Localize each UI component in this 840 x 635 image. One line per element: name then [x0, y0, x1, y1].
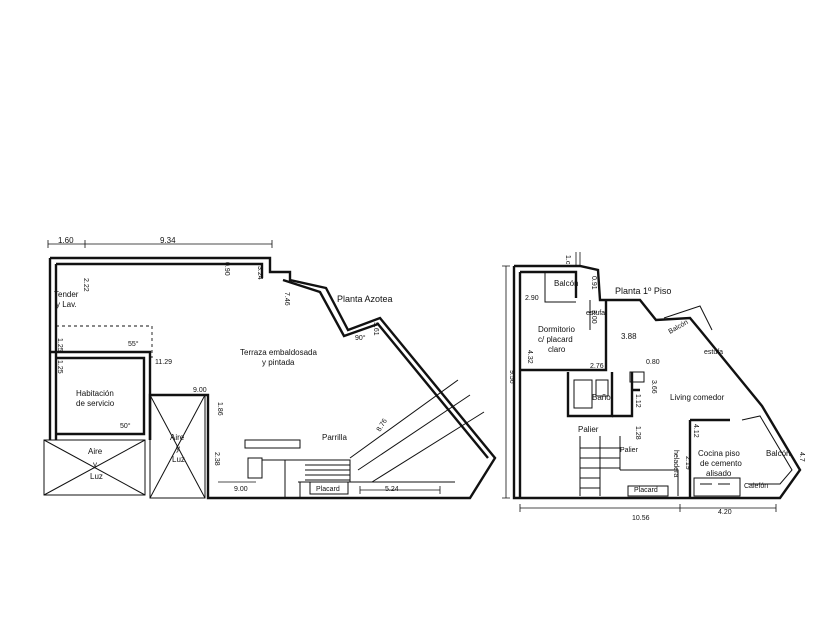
label-cocina-1: Cocina piso — [698, 449, 740, 458]
dim-432: 4.32 — [526, 350, 533, 364]
dim-1056: 10.56 — [632, 515, 650, 522]
label-placard-azotea: Placard — [316, 486, 340, 493]
label-tender-1: Tender — [54, 290, 79, 299]
label-balcon-right: Balcón — [766, 449, 790, 458]
dim-420: 4.20 — [718, 509, 732, 516]
label-heladera: heladera — [672, 450, 679, 477]
label-aire-left-2: y — [93, 460, 97, 469]
dim-50: 50° — [120, 422, 131, 430]
label-palier-a: Palier — [578, 425, 599, 434]
plan-primer-piso: 1.c 0.91 2.90 3.00 3.88 4.32 9.56 2.76 0… — [502, 252, 805, 522]
dim-300: 3.00 — [590, 310, 597, 324]
dim-524: 5.24 — [385, 486, 399, 493]
dim-366: 3.66 — [650, 380, 657, 394]
dim-080: 0.80 — [646, 359, 660, 366]
label-palier-b: Palier — [620, 447, 639, 454]
title-planta-1-piso: Planta 1º Piso — [615, 286, 671, 296]
dim-top-main: 9.34 — [160, 236, 176, 245]
label-aire-center-2: y — [176, 444, 180, 453]
label-terraza-2: y pintada — [262, 358, 295, 367]
dim-961: 9.61 — [372, 322, 379, 336]
dim-90a: 90° — [355, 334, 366, 342]
dim-top-left: 1.60 — [58, 236, 74, 245]
label-habitacion-2: de servicio — [76, 399, 115, 408]
dim-55: 55° — [128, 340, 139, 348]
label-parrilla: Parrilla — [322, 433, 347, 442]
dim-219: 2.19 — [684, 456, 691, 470]
dim-112: 1.12 — [634, 394, 641, 408]
label-habitacion-1: Habitación — [76, 389, 114, 398]
label-dormitorio-3: claro — [548, 345, 566, 354]
label-balcon-diag: Balcón — [668, 319, 690, 336]
dim-125b: 1.25 — [56, 360, 63, 374]
dim-900a: 9.00 — [193, 387, 207, 394]
label-cocina-2: de cemento — [700, 459, 742, 468]
dim-222: 2.22 — [82, 278, 89, 292]
label-dormitorio-1: Dormitorio — [538, 325, 575, 334]
label-dormitorio-2: c/ placard — [538, 335, 573, 344]
label-bano: Baño — [592, 393, 611, 402]
dim-412: 4.12 — [692, 424, 699, 438]
label-aire-center-1: Aire — [170, 433, 185, 442]
dim-091: 0.91 — [590, 276, 597, 290]
dim-186: 1.86 — [216, 402, 223, 416]
label-aire-left-1: Aire — [88, 447, 103, 456]
label-aire-center-3: Luz — [172, 455, 185, 464]
dim-746: 7.46 — [283, 292, 290, 306]
label-estufa-b: estufa — [704, 349, 723, 356]
title-planta-azotea: Planta Azotea — [337, 294, 393, 304]
dim-1c: 1.c — [564, 255, 571, 265]
dim-238: 2.38 — [213, 452, 220, 466]
label-tender-2: y Lav. — [56, 300, 77, 309]
dim-324: 3.24 — [256, 266, 263, 280]
azotea-outer-wall — [48, 256, 497, 500]
dim-47: 4.7 — [798, 452, 805, 462]
label-calefon: Calefón — [744, 483, 768, 490]
label-cocina-3: alisado — [706, 469, 732, 478]
label-balcon-top: Balcón — [554, 279, 578, 288]
dim-276: 2.76 — [590, 363, 604, 370]
label-terraza-1: Terraza embaldosada — [240, 348, 317, 357]
dim-125a: 1.25 — [56, 338, 63, 352]
dim-290: 2.90 — [525, 295, 539, 302]
label-aire-left-3: Luz — [90, 472, 103, 481]
label-estufa-a: estufa — [586, 310, 605, 317]
label-placard-piso: Placard — [634, 487, 658, 494]
dim-128: 1.28 — [634, 426, 641, 440]
dim-1129: 11.29 — [155, 359, 172, 366]
label-living: Living comedor — [670, 393, 725, 402]
dim-956: 9.56 — [508, 370, 515, 384]
plan-azotea: 1.60 9.34 2.22 0.90 3.24 7.46 1.25 1.25 … — [43, 236, 497, 500]
piso-outer-wall — [512, 264, 802, 500]
dim-388: 3.88 — [621, 332, 637, 341]
dim-090: 0.90 — [223, 262, 230, 276]
dim-900b: 9.00 — [234, 486, 248, 493]
